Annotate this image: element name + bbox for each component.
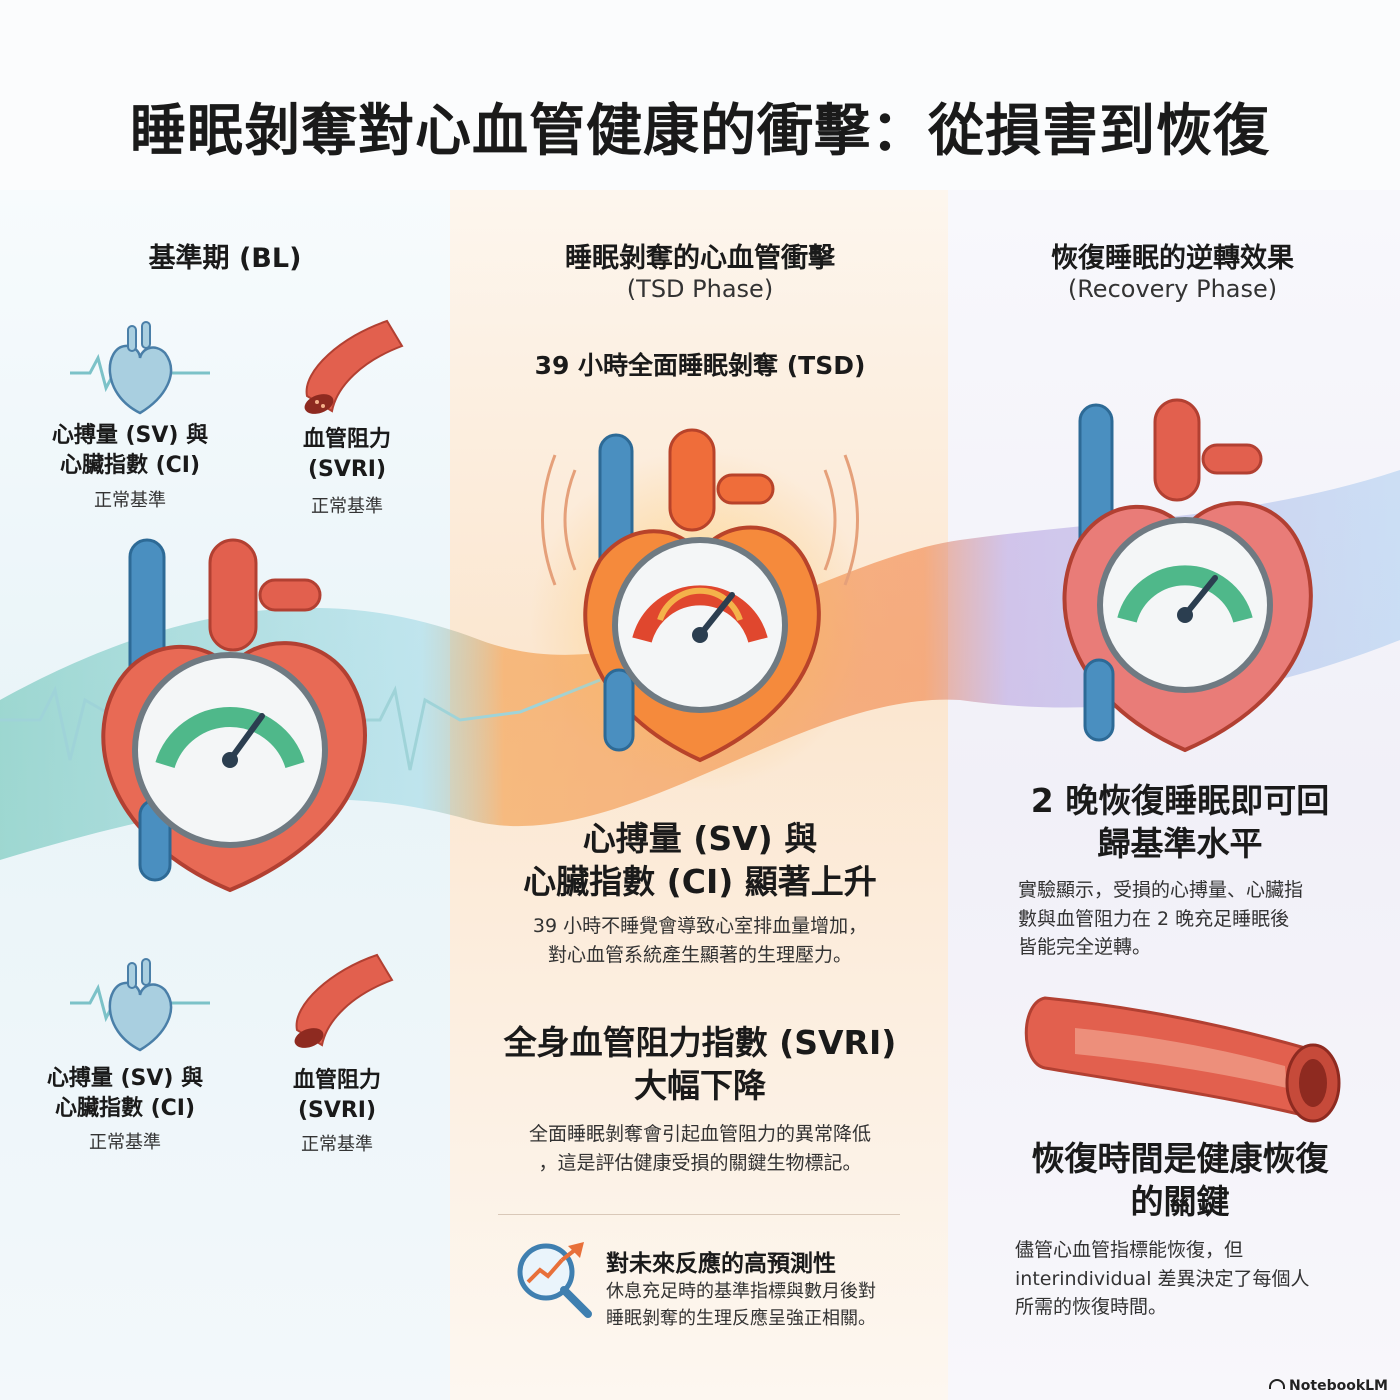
baseline-tr-sub: 正常基準 bbox=[311, 496, 383, 517]
pulse-arcs bbox=[541, 454, 859, 586]
baseline-tr-label: 血管阻力 (SVRI) bbox=[302, 427, 391, 482]
baseline-bl-sub: 正常基準 bbox=[89, 1132, 161, 1153]
blood-vessel-icon bbox=[304, 319, 404, 414]
recovery-heading: 恢復睡眠的逆轉效果 bbox=[1051, 243, 1294, 274]
recovery-finding1-title: 2 晚恢復睡眠即可回 歸基準水平 bbox=[1030, 781, 1330, 863]
notebooklm-logo-icon bbox=[1269, 1379, 1286, 1389]
small-heart-icon-2 bbox=[70, 958, 210, 1052]
baseline-bl-label: 心搏量 (SV) 與 心臟指數 (CI) bbox=[46, 1066, 204, 1121]
baseline-tl-label: 心搏量 (SV) 與 心臟指數 (CI) bbox=[51, 423, 209, 478]
recovery-subheading: (Recovery Phase) bbox=[1067, 275, 1278, 303]
tsd-finding2-body: 全面睡眠剝奪會引起血管阻力的異常降低 ，這是評估健康受損的關鍵生物標記。 bbox=[528, 1123, 871, 1174]
recovery-finding2-title: 恢復時間是健康恢復 的關鍵 bbox=[1031, 1139, 1329, 1221]
baseline-heart-icon bbox=[101, 538, 367, 893]
baseline-tl-sub: 正常基準 bbox=[94, 490, 166, 511]
tsd-divider bbox=[498, 1214, 900, 1215]
tsd-condition: 39 小時全面睡眠剝奪 (TSD) bbox=[534, 351, 866, 380]
recovery-finding1-body: 實驗顯示，受損的心搏量、心臟指 數與血管阻力在 2 晚充足睡眠後 皆能完全逆轉。 bbox=[1018, 879, 1304, 958]
baseline-br-label: 血管阻力 (SVRI) bbox=[292, 1068, 381, 1123]
magnifier-trend-icon bbox=[517, 1242, 592, 1318]
blood-vessel-icon-2 bbox=[294, 953, 394, 1048]
ecg-line bbox=[0, 678, 601, 771]
tsd-subheading: (TSD Phase) bbox=[626, 275, 774, 303]
tsd-heart-icon bbox=[583, 428, 821, 763]
baseline-heading: 基準期 (BL) bbox=[148, 243, 302, 274]
recovery-panel-bg bbox=[948, 190, 1400, 1400]
page-title: 睡眠剝奪對心血管健康的衝擊：從損害到恢復 bbox=[130, 99, 1270, 164]
baseline-br-sub: 正常基準 bbox=[301, 1134, 373, 1155]
recovery-finding2-body: 儘管心血管指標能恢復，但 interindividual 差異決定了每個人 所需… bbox=[1015, 1239, 1310, 1318]
brand-mark: NotebookLM bbox=[1269, 1378, 1388, 1394]
prediction-body: 休息充足時的基準指標與數月後對 睡眠剝奪的生理反應呈強正相關。 bbox=[606, 1281, 876, 1329]
prediction-title: 對未來反應的高預測性 bbox=[606, 1251, 836, 1277]
tsd-finding1-body: 39 小時不睡覺會導致心室排血量增加， 對心血管系統產生顯著的生理壓力。 bbox=[532, 915, 868, 966]
tsd-finding2-title: 全身血管阻力指數 (SVRI) 大幅下降 bbox=[503, 1023, 897, 1105]
healthy-vessel-icon bbox=[1024, 996, 1341, 1123]
recovery-heart-icon bbox=[1062, 398, 1313, 753]
tsd-heading: 睡眠剝奪的心血管衝擊 bbox=[565, 243, 835, 274]
tsd-finding1-title: 心搏量 (SV) 與 心臟指數 (CI) 顯著上升 bbox=[523, 819, 877, 901]
small-heart-icon bbox=[70, 321, 210, 415]
